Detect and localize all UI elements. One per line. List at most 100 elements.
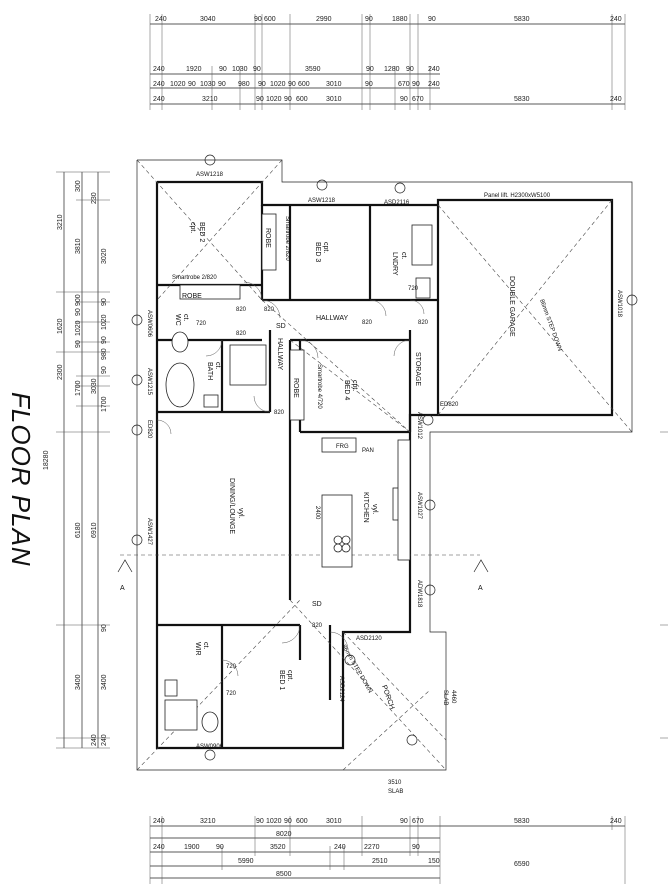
- left2-dim-5: 90: [75, 308, 82, 316]
- top-dim-1: 240: [155, 16, 167, 23]
- door-720-b: 720: [408, 286, 419, 292]
- left2-dim-6: 1020: [75, 320, 82, 336]
- toilet-ensuite: [201, 711, 219, 733]
- bot-dim-5: 90: [284, 818, 292, 825]
- section-line: A A: [117, 554, 489, 592]
- left-dim-4: 6180: [75, 522, 82, 538]
- window-asw1027: ASW1027: [416, 492, 422, 520]
- top4-dim-7: 3010: [326, 96, 342, 103]
- top-dim-7: 1880: [392, 16, 408, 23]
- top2-dim-2: 1920: [186, 66, 202, 73]
- bot-dim-8500: 8500: [276, 871, 292, 878]
- slab-label: SLAB: [388, 789, 403, 795]
- top3-dim-7: 90: [258, 81, 266, 88]
- laundry-linen: [415, 277, 431, 299]
- door-asd2120: ASD2120: [356, 636, 382, 642]
- top3-dim-11: 3010: [326, 81, 342, 88]
- top-dim-2: 3040: [200, 16, 216, 23]
- slab-label-2: SLAB: [442, 690, 448, 705]
- room-bed1-finish: cpt.: [286, 670, 293, 681]
- left2-dim-4: 900: [75, 294, 82, 306]
- left-dim-total: 18280: [43, 450, 50, 470]
- left3-dim-3: 1020: [101, 314, 108, 330]
- left3-dim-1: 3020: [101, 248, 108, 264]
- step-down-note-2: 86mm STEP DOWN: [340, 644, 372, 694]
- door-820-b: 820: [264, 307, 275, 313]
- pantry-label: PAN: [362, 448, 374, 454]
- room-labels: BED 2 cpt. ROBE BED 3 cpt. LNDRY ct. DOU…: [174, 222, 515, 710]
- top4-dim-10: 5830: [514, 96, 530, 103]
- window-asw0606: ASW0606: [146, 310, 152, 338]
- top3-dim-10: 600: [298, 81, 310, 88]
- top4-dim-4: 1020: [266, 96, 282, 103]
- window-asw0906: ASW0906: [196, 744, 224, 750]
- room-bed1: BED 1: [278, 670, 285, 690]
- door-asd2124: ASD2124: [338, 676, 344, 702]
- top3-dim-15: 240: [428, 81, 440, 88]
- top4-dim-5: 90: [284, 96, 292, 103]
- left2-dim-10: 6910: [91, 522, 98, 538]
- top3-dim-8: 1020: [270, 81, 286, 88]
- room-dining-lounge: DINING/LOUNGE: [228, 478, 235, 534]
- kitchen-bench: [397, 439, 411, 561]
- bot-dim-10: 5830: [514, 818, 530, 825]
- top4-dim-8: 90: [400, 96, 408, 103]
- vanity-ensuite: [164, 679, 178, 697]
- left3-dim-8: 90: [101, 624, 108, 632]
- room-robe-bed3: ROBE: [264, 228, 271, 248]
- window-marker-icon: [422, 414, 434, 426]
- top3-dim-9: 90: [288, 81, 296, 88]
- kitchen-island: [321, 494, 353, 568]
- bot3-dim-3: 90: [216, 844, 224, 851]
- room-robe-bed2: ROBE: [182, 293, 202, 300]
- window-marker-icon: [131, 314, 143, 326]
- bot3-dim-1: 240: [153, 844, 165, 851]
- bot-dim-7: 3010: [326, 818, 342, 825]
- section-a-right: A: [478, 585, 483, 592]
- top-dimension-lines: 240 3040 90 600 2990 90 1880 90 5830 240…: [149, 14, 626, 110]
- top2-dim-8: 1280: [384, 66, 400, 73]
- top4-dim-2: 3210: [202, 96, 218, 103]
- island-dim: 2400: [314, 506, 320, 520]
- room-kitchen-finish: vyl.: [371, 504, 378, 515]
- top-dim-5: 2990: [316, 16, 332, 23]
- bot3-dim-2: 1900: [184, 844, 200, 851]
- top-dim-6: 90: [365, 16, 373, 23]
- bot3-dim-6: 2270: [364, 844, 380, 851]
- left3-dim-4: 90: [101, 336, 108, 344]
- section-a-left: A: [120, 585, 125, 592]
- robe-bed4: [289, 349, 305, 421]
- toilet-wc: [171, 331, 189, 353]
- sliding-door-2: SD: [312, 601, 322, 608]
- bot-dim-8: 90: [400, 818, 408, 825]
- window-marker-icon: [424, 584, 436, 596]
- left2-dim-9: 3030: [91, 378, 98, 394]
- left-dim-1: 3210: [57, 214, 64, 230]
- bot4-dim-3: 150: [428, 858, 440, 865]
- window-asw1018: ASW1018: [616, 290, 622, 318]
- bot-dim-1: 240: [153, 818, 165, 825]
- bot-dim-9: 670: [412, 818, 424, 825]
- bot-dim-8020: 8020: [276, 831, 292, 838]
- panel-lift-note: Panel lift. H2300xW5100: [484, 193, 551, 199]
- window-marker-icon: [204, 749, 216, 761]
- door-820-e: 820: [236, 331, 247, 337]
- bathtub: [165, 362, 195, 408]
- window-adw1818: ADW1818: [416, 580, 422, 608]
- top2-dim-9: 90: [406, 66, 414, 73]
- top3-dim-14: 90: [412, 81, 420, 88]
- door-820-g: 820: [312, 623, 323, 629]
- room-wc-finish: ct.: [182, 314, 189, 321]
- window-asw1012: ASW1012: [416, 412, 422, 440]
- right-edge-marks: [660, 431, 668, 739]
- left2-dim-7: 90: [75, 340, 82, 348]
- door-720-a: 720: [196, 321, 207, 327]
- window-marker-icon: [131, 374, 143, 386]
- window-asw1215: ASW1215: [146, 368, 152, 396]
- room-bed4: BED 4: [343, 380, 350, 400]
- window-marker-icon: [394, 182, 406, 194]
- room-storage: STORAGE: [414, 352, 421, 386]
- bot4-dim-2: 2510: [372, 858, 388, 865]
- roof-hip-lines: [136, 159, 633, 771]
- left2-dim-1: 300: [75, 180, 82, 192]
